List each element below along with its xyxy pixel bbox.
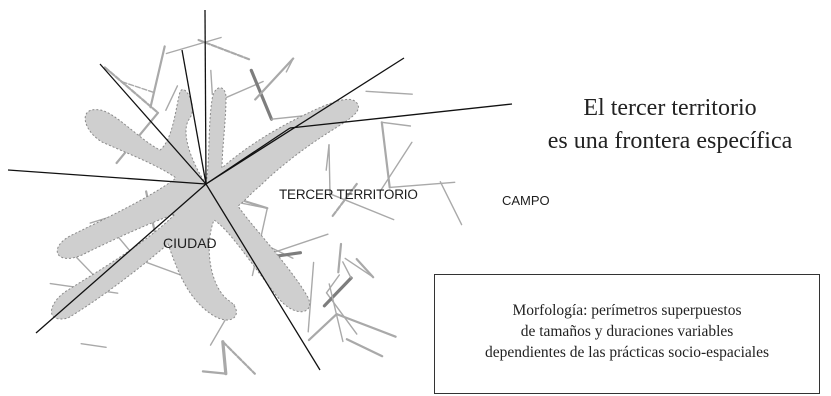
- network-segment: [80, 343, 107, 348]
- network-segment: [329, 193, 395, 221]
- note-line-3: dependientes de las prácticas socio-espa…: [484, 344, 770, 361]
- title-line-1: El tercer territorio: [583, 95, 757, 121]
- morphology-note-box: Morfología: perímetros superpuestos de t…: [434, 274, 820, 394]
- network-segment: [381, 121, 412, 127]
- campo-label: CAMPO: [502, 193, 550, 208]
- network-segment: [210, 69, 214, 95]
- network-segment: [342, 261, 352, 279]
- network-segment: [249, 68, 274, 121]
- network-segment: [307, 261, 315, 333]
- network-segment: [365, 90, 413, 95]
- network-segment: [165, 36, 222, 55]
- tercer-territorio-label: TERCER TERRITORIO: [279, 187, 418, 202]
- network-segment: [221, 340, 228, 376]
- note-line-1: Morfología: perímetros superpuestos: [512, 302, 742, 319]
- network-segment: [197, 38, 252, 61]
- network-segment: [265, 233, 329, 256]
- title-line-2: es una frontera específica: [547, 128, 793, 154]
- network-segment: [328, 144, 331, 195]
- network-segment: [307, 313, 338, 342]
- ciudad-label: CIUDAD: [163, 235, 217, 251]
- axis-line: [7, 169, 207, 185]
- network-segment: [337, 242, 343, 274]
- axis-line: [35, 183, 207, 334]
- axis-line-extension: [289, 103, 513, 129]
- network-segment: [328, 283, 344, 343]
- network-segment: [355, 258, 375, 279]
- network-segment: [322, 276, 353, 308]
- network-segment: [149, 45, 166, 109]
- network-segment: [165, 85, 179, 112]
- axis-line: [205, 183, 321, 371]
- network-segment: [201, 370, 227, 375]
- axis-line: [181, 49, 207, 185]
- radial-axes: [7, 9, 513, 371]
- diagram-title: El tercer territorio es una frontera esp…: [520, 92, 820, 158]
- network-segment: [103, 66, 160, 114]
- axis-line: [205, 57, 405, 185]
- network-segment: [221, 340, 256, 375]
- network-segment: [344, 257, 374, 278]
- network-segment: [380, 121, 391, 189]
- rural-network: [49, 36, 463, 376]
- network-segment: [120, 80, 155, 94]
- axis-line: [99, 63, 207, 185]
- note-line-2: de tamaños y duraciones variables: [520, 323, 734, 340]
- network-segment: [379, 141, 413, 192]
- network-segment: [335, 313, 397, 338]
- network-segment: [439, 180, 463, 226]
- city-shape: [51, 87, 359, 321]
- axis-line: [204, 9, 207, 185]
- network-segment: [254, 57, 295, 101]
- network-segment: [325, 274, 340, 294]
- axis-line: [205, 127, 291, 185]
- network-segment: [345, 338, 384, 358]
- network-segment: [389, 181, 456, 189]
